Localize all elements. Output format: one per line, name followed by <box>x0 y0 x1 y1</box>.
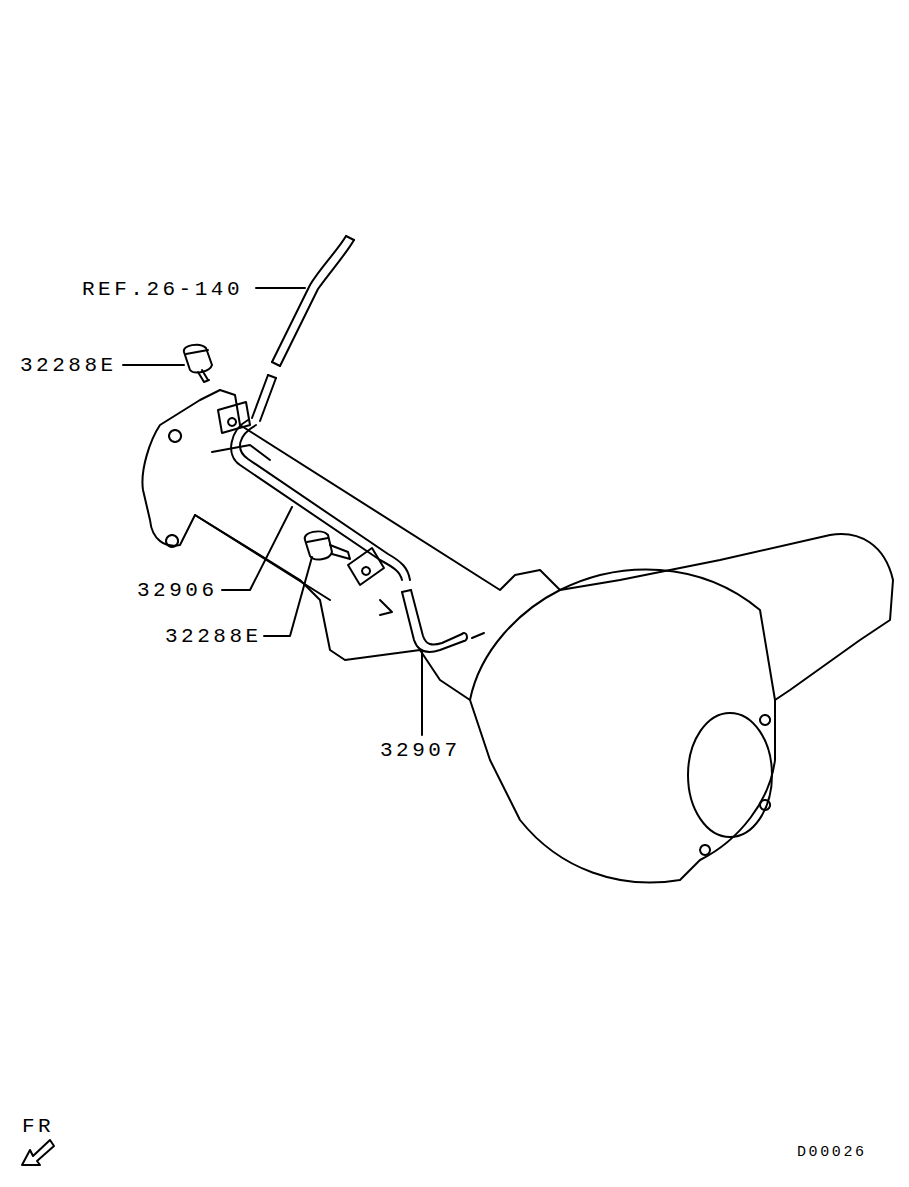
figure-code: D00026 <box>797 1145 867 1160</box>
callout-number: 32288E <box>165 626 262 647</box>
callout-number: 32907 <box>380 740 461 761</box>
reference-label: REF.26-140 <box>82 279 243 300</box>
callout-number: 32906 <box>137 580 218 601</box>
direction-label: FR <box>22 1116 54 1137</box>
callout-number: 32288E <box>20 355 117 376</box>
